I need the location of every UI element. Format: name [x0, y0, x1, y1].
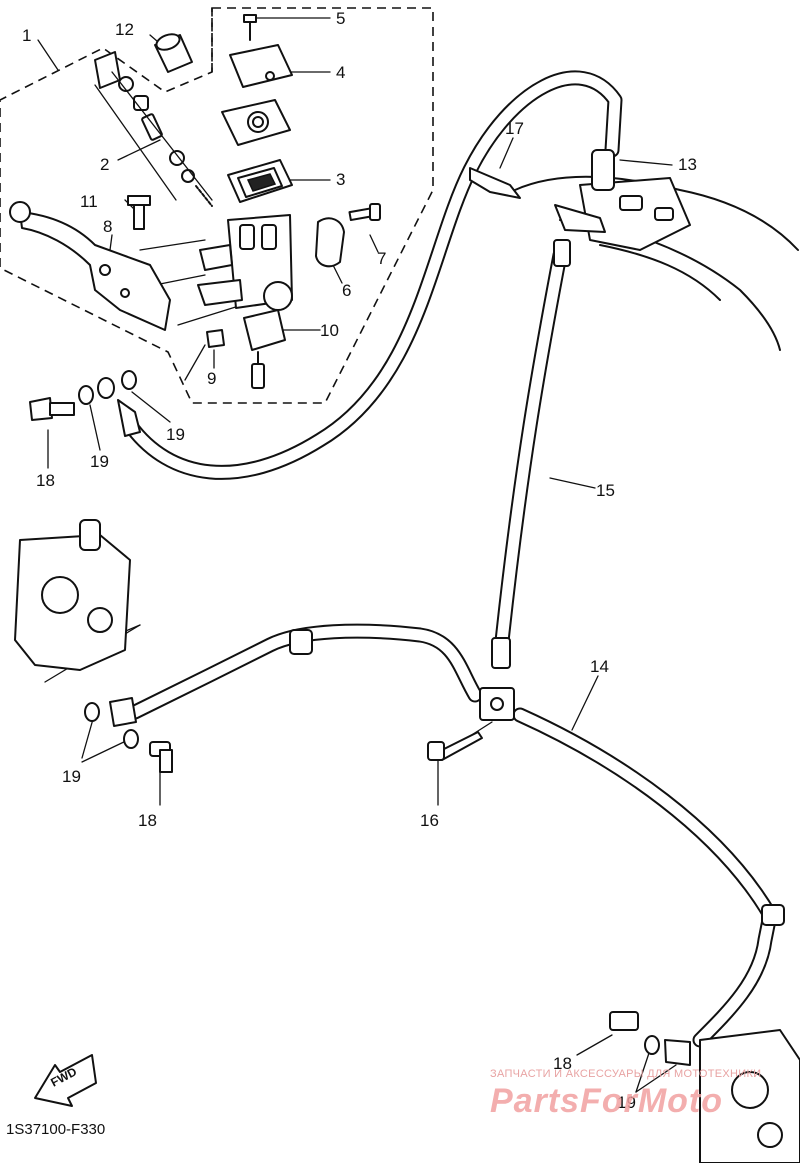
brake-lever: [19, 211, 171, 331]
drawing-code: 1S37100-F330: [6, 1121, 106, 1138]
union-bolt: [29, 397, 53, 421]
piston-kit: [94, 51, 213, 207]
master-cylinder: [197, 14, 293, 311]
fwd-arrow: [34, 1054, 97, 1107]
handlebar-outline: [514, 175, 799, 251]
callout-8: 8: [103, 217, 113, 236]
callout-14: 14: [590, 657, 609, 676]
assembly-boundary: [0, 7, 434, 404]
callout-19c: 19: [62, 767, 81, 786]
right-caliper: [609, 1011, 800, 1163]
callout-18a: 18: [36, 471, 55, 490]
callout-18c: 18: [553, 1054, 572, 1073]
watermark-tagline: ЗАПЧАСТИ И АКСЕССУАРЫ ДЛЯ МОТОТЕХНИКИ: [490, 1068, 762, 1080]
callout-19d: 19: [617, 1093, 636, 1112]
pivot-bolt: [127, 195, 151, 206]
left-caliper: [14, 519, 173, 773]
callout-12: 12: [115, 20, 134, 39]
callout-5: 5: [336, 9, 346, 28]
brake-switch: [243, 309, 286, 351]
callout-18b: 18: [138, 811, 157, 830]
callout-16: 16: [420, 811, 439, 830]
callout-13: 13: [678, 155, 697, 174]
brake-hose-14: [512, 707, 778, 1048]
callout-10: 10: [320, 321, 339, 340]
callout-11: 11: [80, 192, 98, 211]
callout-9: 9: [207, 369, 217, 388]
callout-17: 17: [505, 119, 524, 138]
callout-4: 4: [336, 63, 346, 82]
callout-15: 15: [596, 481, 615, 500]
leader-lines: [37, 17, 677, 1093]
handlebar-holder: [315, 217, 345, 268]
callout-7: 7: [377, 249, 387, 268]
callout-1: 1: [22, 26, 32, 45]
watermark-brand: PartsForMoto: [490, 1082, 723, 1120]
callout-19b: 19: [90, 452, 109, 471]
callout-19a: 19: [166, 425, 185, 444]
callout-6: 6: [342, 281, 352, 300]
callout-3: 3: [336, 170, 346, 189]
callout-2: 2: [100, 155, 110, 174]
